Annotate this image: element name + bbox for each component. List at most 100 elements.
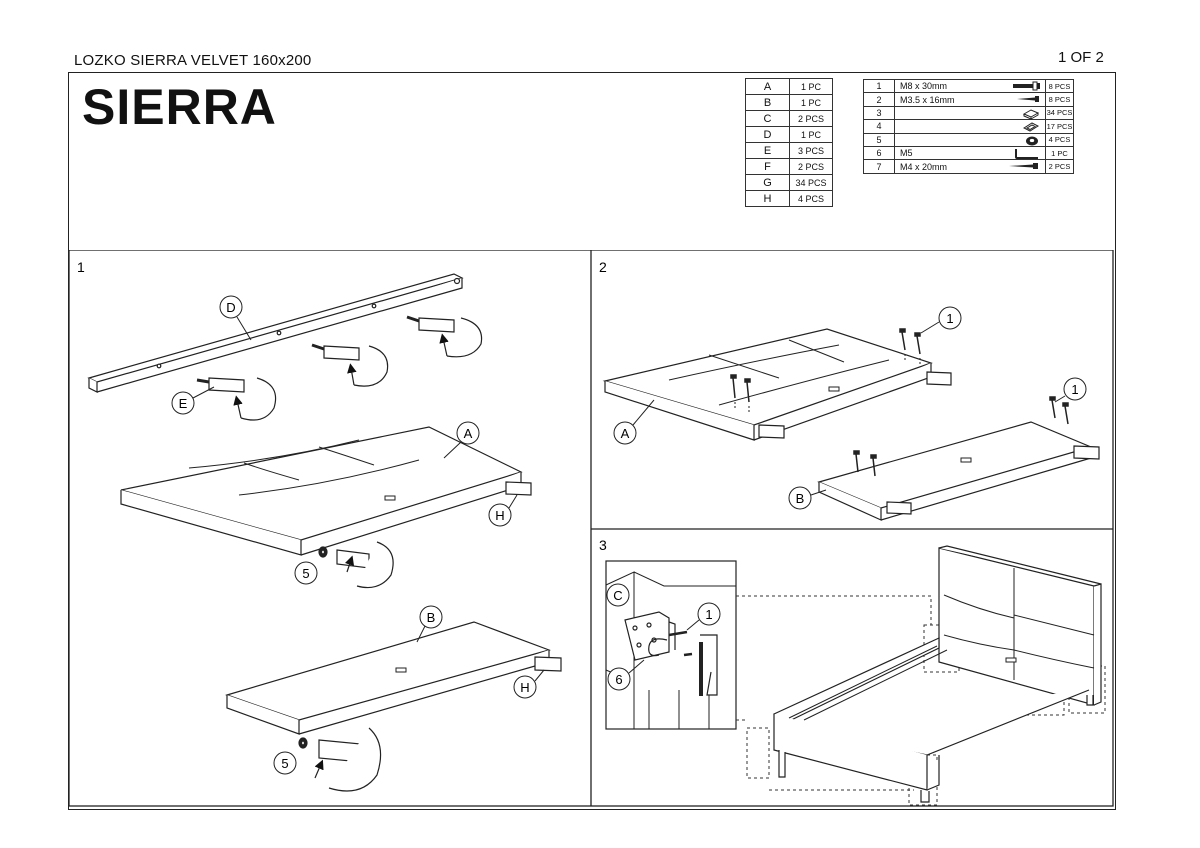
part-qty: 1 PC bbox=[789, 94, 833, 111]
hardware-spec-cell: M5 bbox=[894, 145, 1046, 161]
callout-h-1 bbox=[488, 503, 512, 527]
hardware-number: 5 bbox=[863, 132, 895, 147]
hardware-number: 3 bbox=[863, 105, 895, 121]
callout-a-text: A bbox=[464, 426, 473, 441]
part-letter: H bbox=[745, 190, 790, 207]
part-letter: F bbox=[745, 158, 790, 175]
callout-h-2-text: H bbox=[520, 680, 529, 695]
callout-1-step3-text: 1 bbox=[705, 607, 712, 622]
callout-5-2-text: 5 bbox=[281, 756, 288, 771]
page-number: 1 OF 2 bbox=[1058, 49, 1104, 66]
callout-1-b-text: 1 bbox=[1071, 382, 1078, 397]
part-qty: 1 PC bbox=[789, 126, 833, 143]
screw-icon bbox=[1017, 96, 1039, 103]
callout-5-1 bbox=[294, 561, 318, 585]
hardware-row: 4 17 PCS bbox=[863, 119, 1074, 134]
hardware-spec-cell: M4 x 20mm bbox=[894, 159, 1046, 174]
product-title: SIERRA bbox=[82, 79, 277, 135]
hardware-qty: 4 PCS bbox=[1045, 132, 1074, 147]
hardware-row: 5 4 PCS bbox=[863, 132, 1074, 147]
callout-c bbox=[606, 583, 630, 607]
footboard-b-flat bbox=[817, 421, 1100, 521]
panel-clip-icon bbox=[1022, 122, 1040, 132]
hardware-number: 2 bbox=[863, 92, 895, 107]
callout-d-text: D bbox=[226, 300, 235, 315]
allen-key-icon bbox=[1015, 148, 1038, 159]
hardware-qty: 34 PCS bbox=[1045, 105, 1074, 121]
screws-step2-a bbox=[730, 328, 921, 414]
callout-1-b bbox=[1063, 377, 1087, 401]
footboard-b bbox=[225, 621, 562, 735]
leg-with-washer-2 bbox=[298, 727, 382, 792]
button-block-icon bbox=[1022, 109, 1040, 120]
step-1-panel: 1 D E bbox=[77, 259, 562, 792]
callout-d bbox=[219, 295, 243, 319]
leg-e-group bbox=[196, 315, 483, 421]
hardware-qty: 2 PCS bbox=[1045, 159, 1074, 174]
rail-d bbox=[87, 273, 464, 393]
hardware-number: 6 bbox=[863, 145, 895, 161]
callout-e bbox=[171, 391, 195, 415]
callout-h-2 bbox=[513, 675, 537, 699]
callout-1-step3 bbox=[697, 602, 721, 626]
hardware-qty: 8 PCS bbox=[1045, 78, 1074, 94]
detail-inset bbox=[605, 560, 737, 730]
hardware-row: 7 M4 x 20mm 2 PCS bbox=[863, 159, 1074, 174]
washer-icon bbox=[1026, 136, 1038, 146]
callout-b bbox=[419, 605, 443, 629]
assembly-steps-drawing: 1 D E bbox=[69, 250, 1114, 807]
step-3-label: 3 bbox=[599, 537, 607, 553]
step-2-panel: 2 1 A bbox=[599, 259, 1100, 521]
screws-step2-b bbox=[853, 396, 1069, 477]
callout-1-a-text: 1 bbox=[946, 311, 953, 326]
callout-5-2 bbox=[273, 751, 297, 775]
hardware-qty: 1 PC bbox=[1045, 145, 1074, 161]
hardware-row: 6 M5 1 PC bbox=[863, 145, 1074, 161]
hardware-spec-cell: M3.5 x 16mm bbox=[894, 92, 1046, 107]
part-letter: E bbox=[745, 142, 790, 159]
step-3-panel: 3 C 1 6 bbox=[599, 537, 1106, 806]
rotate-arrow-icon bbox=[353, 345, 389, 387]
callout-a-step2-text: A bbox=[621, 426, 630, 441]
step-1-label: 1 bbox=[77, 259, 85, 275]
part-letter: D bbox=[745, 126, 790, 143]
hardware-number: 7 bbox=[863, 159, 895, 174]
callout-6-text: 6 bbox=[615, 672, 622, 687]
rotate-arrow-head-icon bbox=[347, 363, 357, 386]
callout-e-text: E bbox=[179, 396, 188, 411]
hardware-spec: M5 bbox=[900, 148, 913, 159]
part-qty: 1 PC bbox=[789, 78, 833, 95]
rotate-arrow-head-icon bbox=[233, 395, 243, 419]
part-qty: 3 PCS bbox=[789, 142, 833, 159]
part-letter: A bbox=[745, 78, 790, 95]
headboard-a-flat bbox=[602, 328, 952, 441]
document-code: LOZKO SIERRA VELVET 160x200 bbox=[74, 52, 312, 69]
leg-with-washer-1 bbox=[318, 541, 394, 589]
hardware-spec-cell bbox=[894, 132, 1046, 147]
hardware-qty: 17 PCS bbox=[1045, 119, 1074, 134]
callout-5-1-text: 5 bbox=[302, 566, 309, 581]
part-letter: G bbox=[745, 174, 790, 191]
long-screw-icon bbox=[1009, 163, 1038, 170]
bolt-icon bbox=[1013, 81, 1040, 91]
hardware-number: 4 bbox=[863, 119, 895, 134]
rotate-arrow-head-icon bbox=[344, 555, 355, 573]
rotate-arrow-icon bbox=[446, 317, 483, 358]
rotate-arrow-icon bbox=[356, 541, 394, 589]
part-qty: 34 PCS bbox=[789, 174, 833, 191]
callout-h-1-text: H bbox=[495, 508, 504, 523]
hardware-number: 1 bbox=[863, 78, 895, 94]
leg-e-3 bbox=[406, 315, 455, 333]
hardware-row: 3 34 PCS bbox=[863, 105, 1074, 121]
hardware-spec-cell bbox=[894, 105, 1046, 121]
hardware-spec-cell bbox=[894, 119, 1046, 134]
hardware-spec: M8 x 30mm bbox=[900, 81, 948, 92]
allen-key-insert-icon bbox=[648, 638, 668, 657]
hardware-list-table: 1 M8 x 30mm 8 PCS 2 M3.5 x 16mm 8 PCS 3 … bbox=[863, 78, 1074, 174]
